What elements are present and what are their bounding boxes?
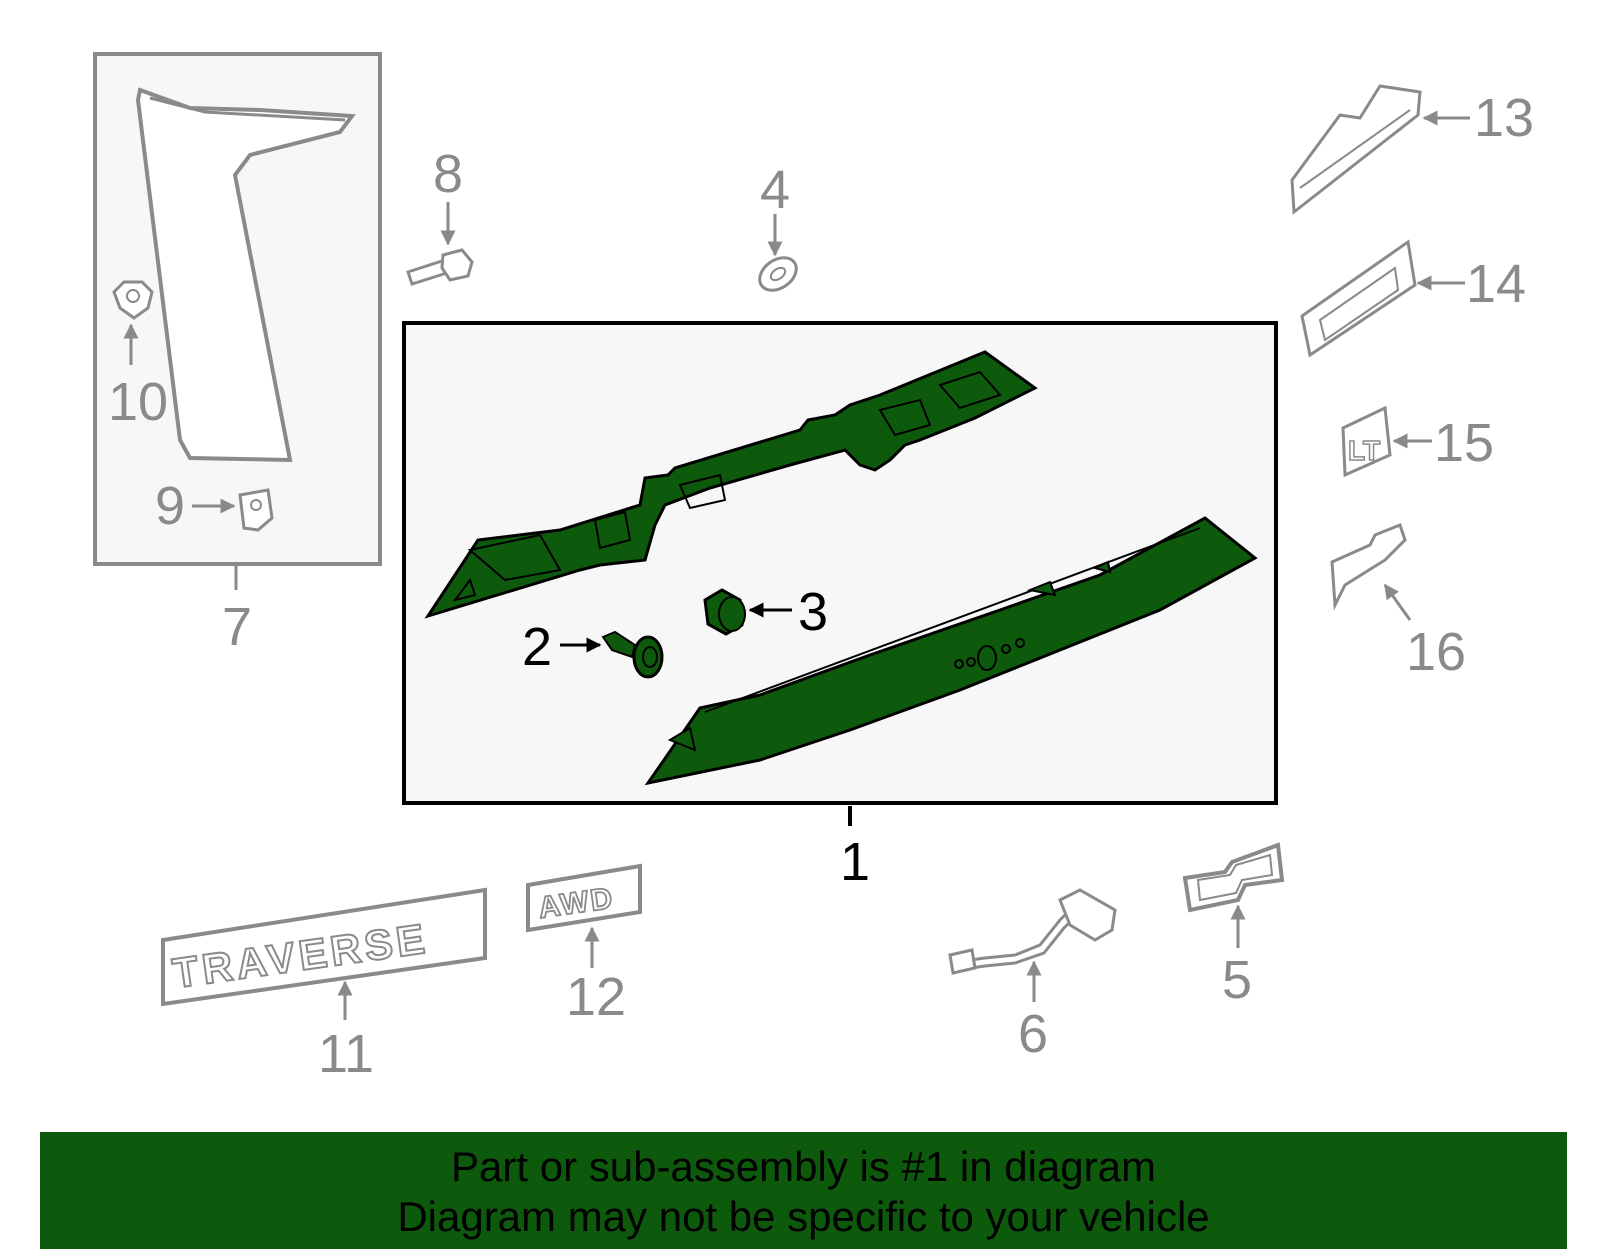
callout-2: 2 xyxy=(522,617,552,677)
callout-8: 8 xyxy=(433,144,463,204)
callout-4: 4 xyxy=(760,160,790,220)
callout-14: 14 xyxy=(1466,254,1526,314)
nut-3-icon xyxy=(703,588,746,636)
callout-16: 16 xyxy=(1406,622,1466,682)
callout-10: 10 xyxy=(108,372,168,432)
pillar-trim-shape xyxy=(135,87,356,463)
part-14-icon xyxy=(1300,239,1417,358)
callout-labels: 1 2 3 4 5 6 7 8 9 10 11 12 13 14 15 16 xyxy=(108,88,1534,1084)
callout-9: 9 xyxy=(155,476,185,536)
washer-4-icon xyxy=(758,256,798,292)
awd-badge-icon: AWD xyxy=(526,863,642,933)
bolt-2-icon xyxy=(601,630,664,679)
lower-garnish-shape xyxy=(644,516,1258,786)
notice-line-2: Diagram may not be specific to your vehi… xyxy=(397,1193,1210,1240)
inset-box-7 xyxy=(93,52,382,566)
callout-3: 3 xyxy=(798,582,828,642)
bowtie-emblem-icon xyxy=(1182,842,1285,913)
rs-emblem-icon xyxy=(1330,523,1407,611)
callout-13: 13 xyxy=(1474,88,1534,148)
main-assembly-box xyxy=(402,321,1278,805)
callout-15: 15 xyxy=(1434,413,1494,473)
bolt-8-icon xyxy=(406,248,474,286)
traverse-nameplate-icon: TRAVERSE xyxy=(161,887,487,1007)
part-13-icon xyxy=(1290,84,1422,215)
notice-line-1: Part or sub-assembly is #1 in diagram xyxy=(451,1143,1156,1190)
svg-text:LT: LT xyxy=(1348,435,1380,466)
harness-6-icon xyxy=(948,888,1117,975)
upper-bracket-shape xyxy=(424,350,1038,619)
callout-6: 6 xyxy=(1018,1004,1048,1064)
lt-emblem-icon: LT xyxy=(1341,405,1392,478)
callout-7: 7 xyxy=(222,597,252,657)
diagram-notice-banner: Part or sub-assembly is #1 in diagram Di… xyxy=(40,1132,1567,1249)
clip-9-icon xyxy=(238,488,274,532)
clip-10-icon xyxy=(112,280,154,320)
callout-11: 11 xyxy=(318,1024,374,1084)
callout-1: 1 xyxy=(840,832,870,892)
callout-5: 5 xyxy=(1222,950,1252,1010)
callout-12: 12 xyxy=(566,967,626,1027)
